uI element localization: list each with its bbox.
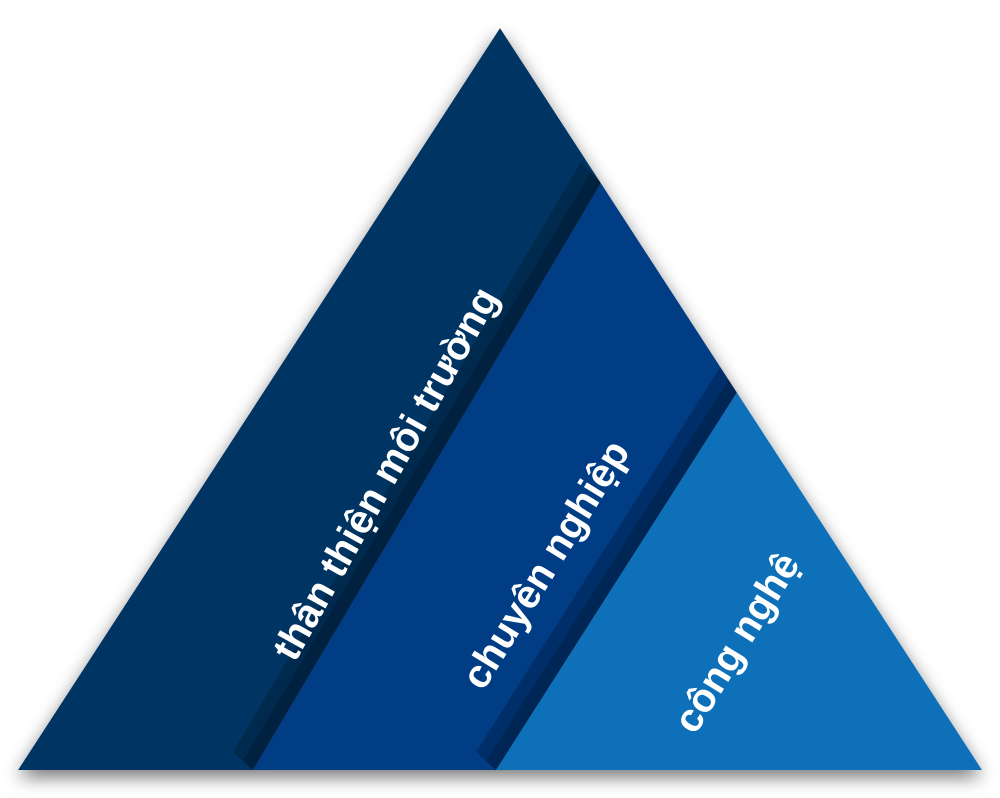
band-1-shape bbox=[18, 28, 601, 770]
band-2-shape bbox=[253, 183, 741, 770]
seam-shadow-2b bbox=[486, 376, 741, 770]
seam-shadow-1b bbox=[243, 172, 601, 770]
band-3-shape bbox=[496, 386, 982, 770]
